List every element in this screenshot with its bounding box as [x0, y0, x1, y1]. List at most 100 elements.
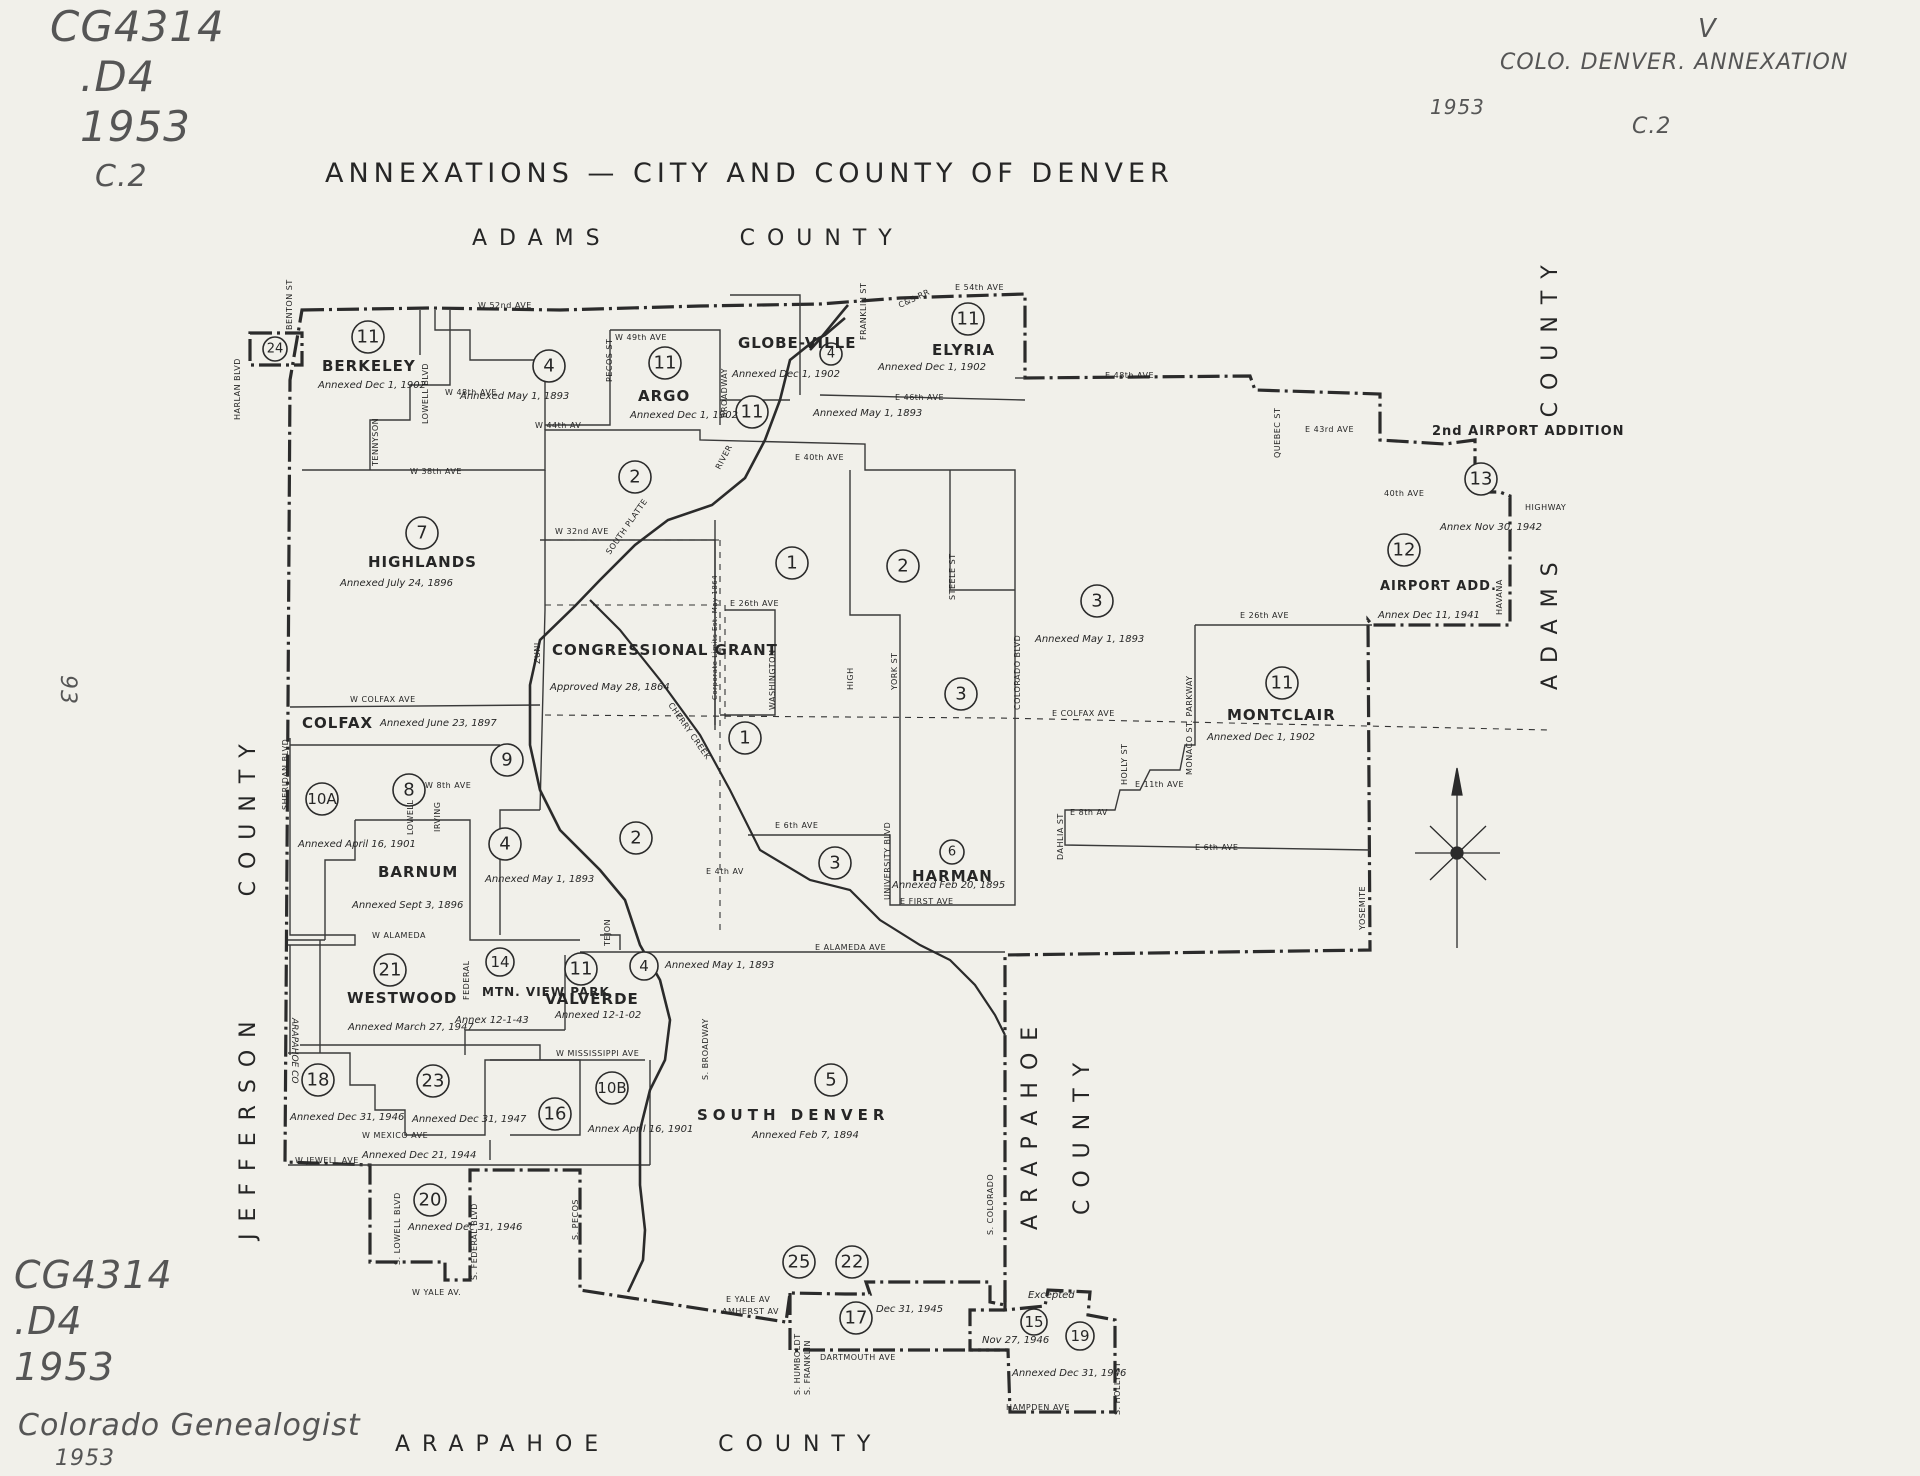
- note: Annexed Dec 1, 1902: [731, 369, 840, 380]
- street-label: W JEWELL AVE: [295, 1156, 359, 1165]
- street-label: DAHLIA ST: [1056, 813, 1065, 860]
- note: Annexed Dec 31, 1946: [1011, 1368, 1126, 1379]
- county-word: COUNTY: [718, 1432, 883, 1457]
- marker-num: 9: [501, 750, 512, 771]
- street-label: S. COLORADO: [986, 1174, 995, 1235]
- marker-num: 16: [544, 1104, 567, 1125]
- year-text: 1953: [1430, 95, 1485, 119]
- county-arapahoe-south: ARAPAHOE COUNTY: [395, 1432, 882, 1457]
- marker-num: 11: [957, 309, 980, 330]
- street-label: YORK ST: [890, 652, 899, 691]
- street-label: W 49th AVE: [615, 333, 667, 342]
- street-label: TENNYSON: [371, 418, 380, 467]
- south-platte-river: [528, 304, 849, 1293]
- street-label: SOUTH PLATTE: [604, 497, 649, 556]
- street-label: E 8th AV: [1070, 808, 1108, 817]
- street-label: IRVING: [433, 802, 442, 833]
- note: Annexed March 27, 1947: [347, 1022, 474, 1033]
- street-label: COLORADO BLVD: [1013, 635, 1022, 710]
- street-label: LOWELL BLVD: [421, 363, 430, 424]
- marker-num: 3: [1091, 591, 1102, 612]
- street-label: W MEXICO AVE: [362, 1131, 428, 1140]
- street-label: E 46th AVE: [895, 393, 944, 402]
- region-marker-numbers: 11 4 11 11 11 24 4 2 7 1 2 3 11 13 12 3 …: [267, 309, 1493, 1346]
- street-label: E FIRST AVE: [900, 897, 954, 906]
- region-name: SOUTH DENVER: [697, 1106, 889, 1124]
- marker-num: 4: [639, 957, 649, 975]
- street-label: Corporate Limits Est. May 1864: [711, 575, 719, 700]
- region-name: 2nd AIRPORT ADDITION: [1432, 424, 1625, 439]
- street-label: FEDERAL: [462, 960, 471, 1000]
- street-label: 40th AVE: [1384, 489, 1424, 498]
- call-line: .D4: [14, 1299, 83, 1343]
- marker-num: 2: [630, 828, 641, 849]
- marker-num: 11: [357, 327, 380, 348]
- note: Annexed Dec 31, 1947: [411, 1114, 527, 1125]
- note: Annexed Dec 1, 1902: [317, 380, 426, 391]
- annexation-notes: Annexed Dec 1, 1902 Annexed Dec 1, 1902 …: [289, 362, 1542, 1379]
- region-name: AIRPORT ADD.: [1380, 579, 1497, 594]
- source-name: Colorado Genealogist: [18, 1408, 361, 1443]
- county-word: COUNTY: [739, 226, 904, 251]
- note: Annexed Feb 7, 1894: [751, 1130, 859, 1141]
- region-name: HIGHLANDS: [368, 553, 477, 571]
- note: Annexed Dec 21, 1944: [361, 1150, 476, 1161]
- region-name: COLFAX: [302, 714, 373, 732]
- note: Annexed April 16, 1901: [297, 839, 416, 850]
- note: ARAPAHOE CO: [289, 1017, 299, 1083]
- marker-num: 5: [825, 1070, 836, 1091]
- street-label: HAVANA: [1495, 579, 1504, 615]
- street-label: S. HUMBOLDT: [793, 1333, 802, 1395]
- marker-num: 25: [788, 1252, 811, 1273]
- county-word: ADAMS: [472, 226, 612, 251]
- marker-num: 10B: [597, 1079, 626, 1097]
- marker-num: 20: [419, 1190, 442, 1211]
- street-label: ZUNI: [533, 642, 542, 664]
- note: Annexed May 1, 1893: [664, 960, 774, 971]
- street-label: AMHERST AV: [722, 1307, 779, 1316]
- region-name: CONGRESSIONAL GRANT: [552, 641, 778, 659]
- region-markers: [262, 302, 1498, 1351]
- marker-num: 14: [490, 953, 509, 971]
- street-label: S. HOLLY ST: [1113, 1362, 1122, 1415]
- note: Annexed Dec 31, 1946: [289, 1112, 404, 1123]
- marker-num: 2: [897, 556, 908, 577]
- marker-num: 1: [739, 728, 750, 749]
- note: Annexed May 1, 1893: [812, 408, 922, 419]
- note: Annexed Dec 1, 1902: [877, 362, 986, 373]
- street-label: E 43rd AVE: [1305, 425, 1354, 434]
- marker-num: 18: [307, 1070, 330, 1091]
- street-label: QUEBEC ST: [1273, 408, 1282, 458]
- check-text: V: [1698, 14, 1717, 44]
- street-label: W 48th AVE: [445, 388, 497, 397]
- street-label: BROADWAY: [720, 368, 729, 418]
- county-adams-north: ADAMS COUNTY: [472, 226, 904, 251]
- street-label: HIGH: [846, 667, 855, 690]
- county-word: ARAPAHOE: [395, 1432, 611, 1457]
- marker-num: 3: [955, 684, 966, 705]
- street-label: FRANKLIN ST: [859, 283, 868, 340]
- street-label: TEJON: [603, 919, 612, 947]
- street-label: DARTMOUTH AVE: [820, 1353, 896, 1362]
- marker-num: 21: [379, 960, 402, 981]
- street-label: HARLAN BLVD: [233, 358, 242, 420]
- street-label: S. PECOS: [571, 1199, 580, 1240]
- marker-num: 23: [422, 1071, 445, 1092]
- street-label: MONACO ST. PARKWAY: [1185, 675, 1194, 775]
- note: Annexed Dec 1, 1902: [629, 410, 738, 421]
- marker-num: 4: [827, 347, 835, 362]
- note: Annexed June 23, 1897: [379, 718, 497, 729]
- note: Approved May 28, 1864: [549, 682, 670, 693]
- street-label: W MISSISSIPPI AVE: [556, 1049, 639, 1058]
- street-label: E 54th AVE: [955, 283, 1004, 292]
- street-label: S. BROADWAY: [701, 1018, 710, 1080]
- call-line: .D4: [80, 52, 156, 101]
- street-label: W YALE AV.: [412, 1288, 461, 1297]
- call-number-top-right: COLO. DENVER. ANNEXATION: [1500, 50, 1848, 75]
- note: Nov 27, 1946: [982, 1335, 1049, 1346]
- street-label: W 52nd AVE: [478, 301, 532, 310]
- cherry-creek: [589, 599, 1006, 1036]
- street-label: UNIVERSITY BLVD: [883, 822, 892, 900]
- call-line: CG4314: [14, 1253, 173, 1297]
- region-name: MTN. VIEW PARK: [482, 985, 610, 999]
